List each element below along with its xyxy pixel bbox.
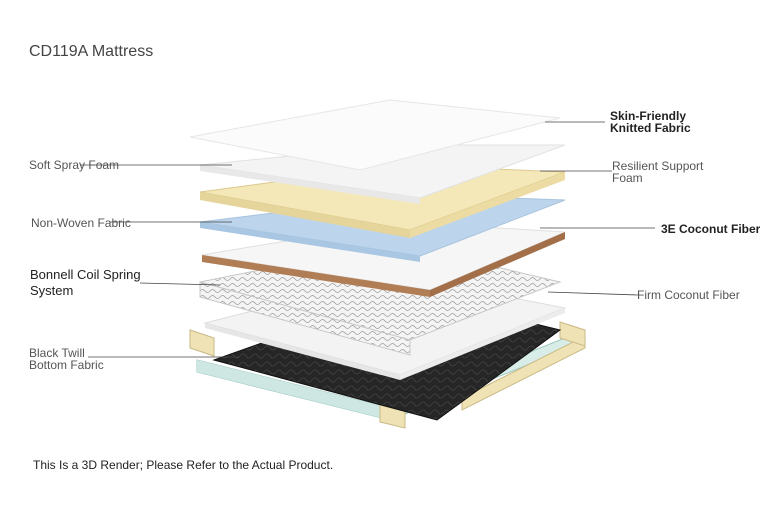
label-resilient-line2: Foam <box>612 171 643 185</box>
label-3e-coconut-fiber: 3E Coconut Fiber <box>661 222 760 236</box>
label-bonnell-line2: System <box>30 283 74 298</box>
render-disclaimer: This Is a 3D Render; Please Refer to the… <box>33 458 334 472</box>
skin-friendly-knitted-fabric-layer <box>189 99 561 171</box>
label-black-twill-line2: Bottom Fabric <box>29 358 104 372</box>
label-resilient-line1: Resilient Support <box>612 159 704 173</box>
label-resilient-support-foam: Resilient Support Foam <box>612 160 703 184</box>
leader-firm-coconut <box>547 291 639 296</box>
label-skin-friendly: Skin-Friendly Knitted Fabric <box>610 110 691 134</box>
label-black-twill-bottom-fabric: Black Twill Bottom Fabric <box>29 347 104 371</box>
label-firm-coconut-fiber: Firm Coconut Fiber <box>637 288 740 302</box>
page-title: CD119A Mattress <box>29 43 154 60</box>
label-black-twill-line1: Black Twill <box>29 346 85 360</box>
label-non-woven-fabric: Non-Woven Fabric <box>31 216 131 230</box>
label-skin-friendly-line2: Knitted Fabric <box>610 121 691 135</box>
label-skin-friendly-line1: Skin-Friendly <box>610 109 687 123</box>
leader-bonnell <box>139 282 221 286</box>
label-bonnell-line1: Bonnell Coil Spring <box>30 267 141 282</box>
label-bonnell-coil-spring: Bonnell Coil Spring System <box>30 267 141 299</box>
leader-lines <box>80 121 655 358</box>
label-soft-spray-foam: Soft Spray Foam <box>29 158 120 172</box>
